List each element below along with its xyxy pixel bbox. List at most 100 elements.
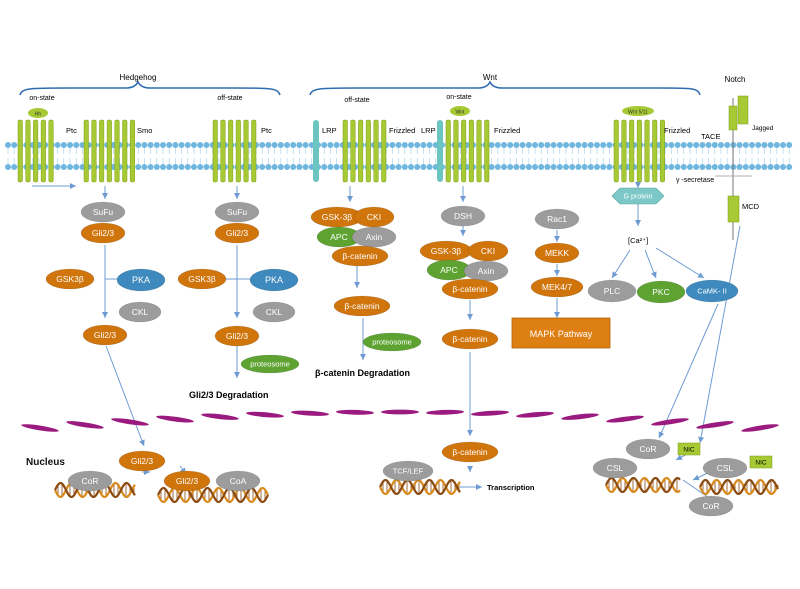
lipid-head (587, 142, 594, 148)
lipid-head (687, 164, 693, 170)
lipid-head (693, 164, 700, 170)
lipid-head (160, 164, 166, 170)
nuclear-membrane-segment (111, 418, 149, 426)
protein-shape (177, 268, 227, 290)
protein-node-cki1: CKI (353, 206, 395, 228)
lipid-head (668, 164, 675, 170)
lipid-head (581, 164, 588, 170)
lipid-head (135, 142, 142, 148)
receptor-helix (114, 119, 120, 183)
lipid-head (153, 164, 160, 170)
lipid-head (494, 142, 501, 148)
lipid-head (141, 164, 148, 170)
lipid-head (60, 142, 67, 148)
hh-off-state-label: off-state (217, 95, 242, 102)
ptc-label-2: Ptc (261, 126, 272, 135)
hedgehog-header: Hedgehog (120, 73, 157, 82)
protein-label: CoR (81, 476, 98, 486)
lipid-head (54, 164, 61, 170)
lipid-head (532, 142, 538, 148)
lipid-head (674, 164, 681, 170)
lipid-head (494, 164, 501, 170)
protein-shape (333, 295, 391, 317)
lipid-head (668, 142, 675, 148)
receptor-helix (461, 119, 467, 183)
protein-label: GSK-3β (431, 246, 462, 256)
protein-shape (467, 240, 509, 262)
receptor-helix (453, 119, 459, 183)
lipid-head (414, 164, 421, 170)
nuclear-membrane-segment (606, 415, 644, 423)
lipid-head (767, 142, 774, 148)
protein-shape (118, 450, 166, 472)
nuclear-membrane-segment (471, 410, 509, 416)
lipid-head (563, 142, 569, 148)
protein-label: CoA (230, 476, 247, 486)
protein-shape (45, 268, 95, 290)
lipid-head (693, 142, 700, 148)
lipid-head (302, 142, 309, 148)
lipid-head (420, 142, 427, 148)
lipid-head (296, 164, 303, 170)
protein-node-cor2: CoR (625, 438, 671, 460)
lipid-head (54, 142, 61, 148)
lipid-head (780, 142, 786, 148)
ptc-label-1: Ptc (66, 126, 77, 135)
protein-label: PKA (132, 275, 150, 285)
lipid-head (767, 164, 774, 170)
dna-strand (379, 478, 461, 496)
protein-node-plc: PLC (587, 279, 637, 303)
calcium-label: [Ca²⁺] (628, 236, 648, 245)
notch-receptor (715, 95, 752, 240)
lipid-head (172, 142, 179, 148)
receptor-helix (40, 119, 46, 183)
protein-node-pka2: PKA (249, 268, 299, 292)
smo-label: Smo (137, 126, 152, 135)
lipid-head (563, 164, 569, 170)
lipid-head (538, 142, 545, 148)
lipid-head (606, 164, 613, 170)
protein-label: CoR (702, 501, 719, 511)
protein-label: Gli2/3 (131, 456, 153, 466)
lipid-head (501, 142, 507, 148)
lipid-head (705, 164, 712, 170)
lipid-head (11, 142, 18, 148)
lipid-head (581, 142, 588, 148)
mcd-label: MCD (742, 202, 760, 211)
lipid-head (389, 142, 396, 148)
g-protein-label: G protein (624, 194, 653, 201)
protein-label: CaMK- II (697, 287, 727, 296)
protein-shape (351, 226, 397, 248)
lipid-head (408, 164, 414, 170)
receptor-helix (621, 119, 627, 183)
protein-label: DSH (454, 211, 472, 221)
protein-shape (240, 354, 300, 374)
protein-label: CKL (132, 307, 149, 317)
protein-shape (362, 332, 422, 352)
protein-label: SuFu (93, 207, 114, 217)
protein-label: Gli2/3 (226, 228, 248, 238)
lipid-head (389, 164, 396, 170)
protein-node-csl2: CSL (702, 457, 748, 479)
lipid-head (699, 142, 706, 148)
lipid-head (147, 142, 154, 148)
protein-label: MEK4/7 (542, 282, 573, 292)
lipid-head (550, 164, 557, 170)
mapk-pathway-label: MAPK Pathway (530, 329, 593, 339)
protein-node-mekk: MEKK (534, 242, 580, 264)
receptor-helix (342, 119, 348, 183)
lipid-head (488, 142, 495, 148)
wnt-ligand-label: Wnt (456, 110, 466, 116)
lipid-head (575, 142, 582, 148)
lipid-head (736, 164, 743, 170)
protein-label: GSK3β (188, 274, 216, 284)
protein-node-cor1: CoR (67, 470, 113, 492)
protein-node-rac1: Rac1 (534, 208, 580, 230)
lipid-head (191, 142, 197, 148)
protein-label: Axin (366, 232, 383, 242)
protein-node-bcat4: β-catenin (441, 328, 499, 350)
lipid-head (135, 164, 142, 170)
protein-shape (534, 242, 580, 264)
receptor-helix (381, 119, 387, 183)
